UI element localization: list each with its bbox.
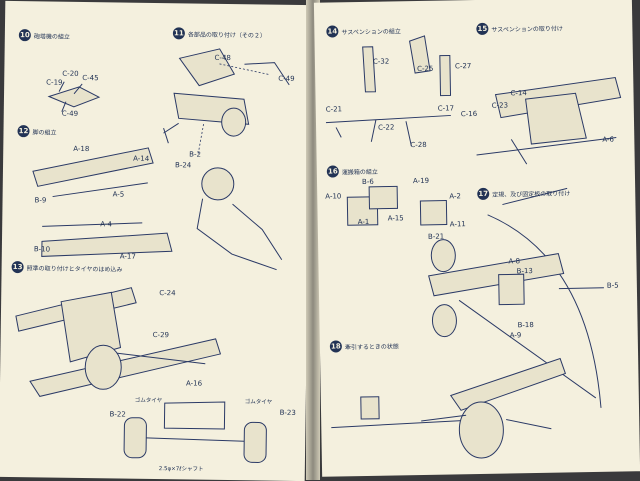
part-label: A-1 — [357, 217, 370, 227]
step-12-title: 脚の組立 — [32, 128, 57, 137]
part-label: C-25 — [416, 64, 434, 74]
part-label: B-9 — [34, 196, 47, 205]
step-16-heading: 16 運搬箱の組立 — [326, 165, 378, 178]
part-label: C-19 — [46, 78, 63, 87]
part-label: C-23 — [491, 101, 509, 110]
step-18-title: 牽引するときの状態 — [344, 342, 399, 351]
step-10-heading: 10 砲塔機の組立 — [18, 29, 70, 42]
part-label: B-24 — [175, 161, 192, 170]
step-15-title: サスペンションの取り付け — [491, 24, 563, 34]
part-label: C-48 — [214, 53, 231, 63]
part-label: A-6 — [602, 135, 615, 144]
part-label: C-49 — [61, 109, 79, 118]
part-label: B-23 — [279, 408, 296, 417]
step-15-number: 15 — [476, 22, 489, 35]
shaft-label: 2.5φ×7ℓシャフト — [158, 466, 204, 473]
part-label: A-9 — [509, 331, 522, 340]
step-14-heading: 14 サスペンションの組立 — [326, 24, 401, 38]
part-label: B-21 — [427, 232, 445, 241]
part-label: C-21 — [325, 105, 343, 114]
part-label: C-20 — [62, 69, 79, 78]
part-label: A-17 — [119, 252, 136, 261]
part-label: B-13 — [516, 267, 533, 276]
part-label: A-14 — [133, 154, 150, 163]
part-label: B-10 — [33, 245, 51, 254]
part-label: C-27 — [454, 62, 472, 71]
step-17-number: 17 — [477, 187, 490, 200]
step-13-title: 照準の取り付けとタイヤのはめ込み — [26, 264, 123, 274]
part-label: C-24 — [159, 289, 176, 298]
part-label: C-29 — [152, 330, 170, 340]
step-10-number: 10 — [18, 29, 31, 42]
part-label: A-5 — [112, 190, 125, 199]
step-14-number: 14 — [326, 25, 339, 38]
part-label: A-18 — [73, 144, 90, 154]
part-label: A-2 — [449, 192, 461, 201]
step-10-title: 砲塔機の組立 — [33, 32, 70, 41]
step-16-number: 16 — [326, 165, 339, 178]
part-label: B-18 — [517, 321, 534, 330]
step-18-number: 18 — [329, 340, 342, 353]
left-page-drawings — [15, 48, 290, 463]
tire-label: ゴムタイヤ — [244, 399, 273, 406]
part-label: A-8 — [508, 257, 521, 266]
part-label: A-19 — [412, 176, 430, 186]
step-16-title: 運搬箱の組立 — [341, 168, 378, 176]
right-page-drawings — [325, 35, 622, 459]
step-13-heading: 13 照準の取り付けとタイヤのはめ込み — [11, 261, 123, 275]
part-label: C-22 — [378, 123, 395, 132]
step-11-number: 11 — [172, 27, 185, 40]
part-label: C-32 — [372, 57, 390, 66]
part-label: A-4 — [100, 220, 112, 229]
part-label: A-15 — [387, 214, 404, 223]
step-15-heading: 15 サスペンションの取り付け — [476, 21, 563, 35]
part-label: B-6 — [361, 177, 374, 186]
part-label: C-45 — [82, 73, 99, 83]
part-label: A-16 — [185, 379, 203, 388]
part-label: C-28 — [410, 140, 427, 150]
step-17-heading: 17 定規、及び固定板の取り付け — [477, 186, 570, 200]
step-11-heading: 11 各部品の取り付け（その２） — [172, 27, 266, 40]
step-12-number: 12 — [17, 125, 30, 138]
part-label: B-5 — [606, 281, 619, 290]
step-12-heading: 12 脚の組立 — [17, 125, 57, 138]
part-label: C-14 — [510, 89, 527, 98]
part-label: A-10 — [325, 192, 342, 201]
part-label: C-49 — [278, 74, 295, 83]
tire-label: ゴムタイヤ — [134, 397, 163, 405]
part-label: A-11 — [449, 220, 466, 229]
part-label: B-22 — [109, 410, 126, 419]
step-14-title: サスペンションの組立 — [341, 27, 401, 36]
part-label: B-2 — [189, 150, 202, 159]
step-18-heading: 18 牽引するときの状態 — [329, 339, 399, 353]
step-11-title: 各部品の取り付け（その２） — [187, 30, 266, 40]
step-13-number: 13 — [11, 261, 24, 274]
part-label: C-16 — [460, 109, 478, 119]
part-label: C-17 — [437, 104, 455, 113]
left-instruction-page: 10 砲塔機の組立 C-20 C-19 C-45 C-49 11 各部品の取り付… — [0, 0, 312, 481]
right-instruction-page: 14 サスペンションの組立 C-32 C-25 C-27 C-21 C-22 C… — [313, 0, 640, 477]
step-17-title: 定規、及び固定板の取り付け — [492, 189, 571, 199]
